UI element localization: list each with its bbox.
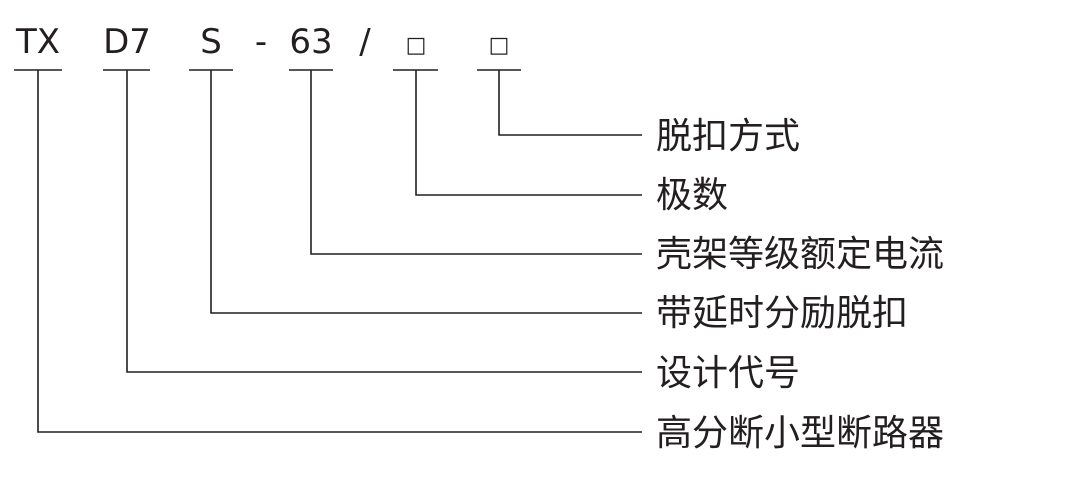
code-part-d7: D7 <box>103 22 151 62</box>
code-part-tx: TX <box>15 22 60 62</box>
leader-lines <box>37 70 642 433</box>
labels: 脱扣方式 极数 壳架等级额定电流 带延时分励脱扣 设计代号 高分断小型断路器 <box>656 116 944 454</box>
label-design-code: 设计代号 <box>656 353 800 394</box>
model-code: TX D7 S - 63 / □ □ <box>15 22 509 62</box>
label-breaker-type: 高分断小型断路器 <box>656 413 944 454</box>
label-delayed-shunt-release: 带延时分励脱扣 <box>656 293 908 334</box>
leader-breaker-type <box>37 70 642 433</box>
code-separator-dash: - <box>255 22 267 62</box>
code-separator-slash: / <box>359 22 371 62</box>
code-placeholder-poles: □ <box>406 33 427 58</box>
label-poles: 极数 <box>656 175 728 216</box>
leader-poles <box>415 70 642 196</box>
leader-trip-method <box>498 70 642 136</box>
code-placeholder-trip: □ <box>489 33 510 58</box>
code-part-63: 63 <box>289 22 332 62</box>
label-frame-rated-current: 壳架等级额定电流 <box>656 234 944 275</box>
leader-frame-current <box>310 70 642 255</box>
code-part-s: S <box>200 22 222 62</box>
leader-shunt-release <box>210 70 642 314</box>
leader-design-code <box>126 70 642 373</box>
label-trip-method: 脱扣方式 <box>656 116 800 157</box>
